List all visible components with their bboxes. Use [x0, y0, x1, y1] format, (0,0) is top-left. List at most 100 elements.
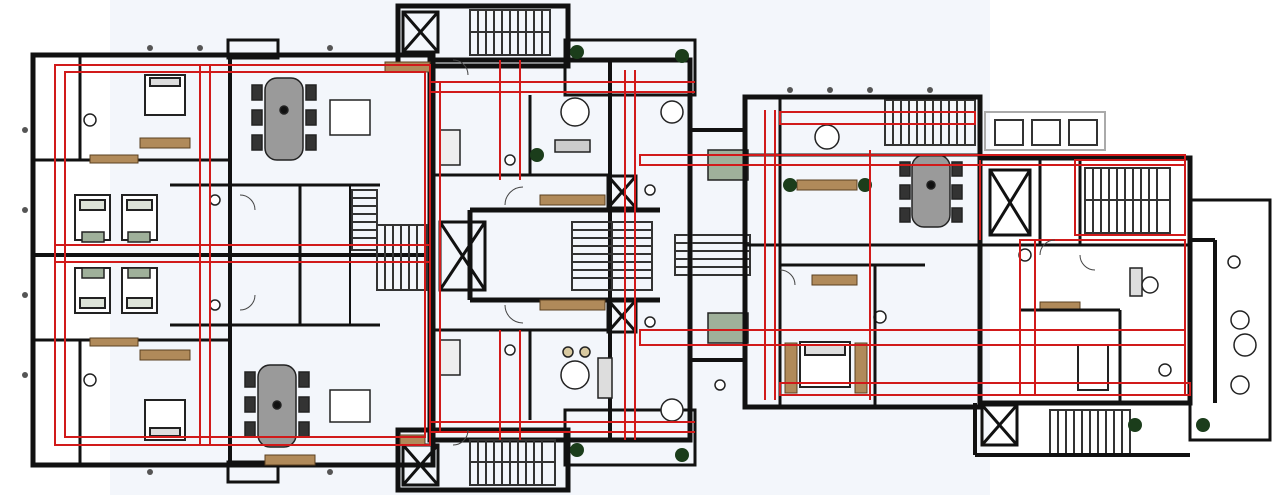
counter	[539, 194, 606, 206]
stair-icon	[376, 224, 428, 291]
red-structural-grid	[54, 60, 1191, 446]
balcony-outline	[226, 460, 280, 484]
planter-box	[1068, 119, 1098, 146]
plant-icon	[1128, 418, 1142, 432]
patio-table-icon	[1230, 310, 1250, 330]
patio-table-icon	[814, 124, 840, 150]
plant-icon	[570, 45, 584, 59]
grid-frame	[1019, 239, 1186, 396]
balcony-outline	[226, 38, 280, 60]
door-swings	[239, 59, 1096, 446]
door-swing	[504, 304, 524, 324]
bed-icon	[144, 399, 186, 441]
sink-icon	[644, 184, 656, 196]
patio-table-icon	[660, 100, 684, 124]
stair-icon	[351, 189, 378, 251]
kitchen-island	[329, 389, 371, 423]
counter	[139, 137, 191, 149]
door-swing	[504, 186, 524, 206]
patio-table-icon	[560, 360, 590, 390]
column-marker	[827, 87, 833, 93]
stair-icon	[674, 234, 751, 276]
elevator-shafts	[401, 10, 1032, 487]
toilet-icon	[1158, 363, 1172, 377]
column-marker	[327, 469, 333, 475]
counter	[854, 342, 868, 394]
column-marker	[327, 45, 333, 51]
sink-icon	[209, 194, 221, 206]
elevator-shaft-icon	[401, 10, 440, 54]
planter-box	[1031, 119, 1061, 146]
counter	[796, 179, 858, 191]
stair-icon	[469, 9, 551, 56]
column-marker	[22, 207, 28, 213]
counter	[89, 337, 139, 347]
kitchen-counter	[597, 357, 613, 399]
door-swing	[452, 59, 469, 76]
grid-frame	[779, 382, 1191, 396]
sink-icon	[209, 299, 221, 311]
planter-box	[994, 119, 1024, 146]
column-marker	[787, 87, 793, 93]
site-tint	[110, 0, 990, 495]
fixtures	[83, 99, 1172, 423]
plants	[530, 45, 1210, 462]
bed-icon	[144, 74, 186, 116]
counter	[89, 154, 139, 164]
sofa-icon	[707, 312, 749, 344]
balcony-outline	[563, 408, 697, 467]
plant-icon	[675, 448, 689, 462]
grid-frame	[779, 111, 976, 125]
door-swing	[1039, 239, 1056, 256]
kitchen-counter	[554, 139, 591, 153]
grid-frame	[64, 71, 426, 438]
door-swing	[1079, 254, 1096, 271]
toilet-icon	[83, 113, 97, 127]
sink-icon	[1141, 276, 1159, 294]
column-marker	[147, 469, 153, 475]
counter	[264, 454, 316, 466]
plant-icon	[675, 49, 689, 63]
stair-icon	[469, 439, 556, 486]
bottom-tower-wall	[395, 427, 571, 493]
plant-icon	[783, 178, 797, 192]
terrace-outline	[1188, 198, 1272, 442]
patio-table-icon	[660, 398, 684, 422]
column-marker	[22, 292, 28, 298]
grid-frame	[1074, 159, 1186, 236]
column-marker	[22, 127, 28, 133]
stair-icon	[1084, 167, 1171, 234]
bathtub	[439, 129, 461, 166]
door-swing	[239, 294, 256, 311]
toilet-icon	[504, 344, 516, 356]
toilet-icon	[504, 154, 516, 166]
counter	[384, 61, 431, 73]
toilet-icon	[83, 373, 97, 387]
plant-icon	[1196, 418, 1210, 432]
dining-tables	[244, 77, 963, 448]
counter	[811, 274, 858, 286]
door-swing	[239, 194, 256, 211]
left-wing-outer-wall	[30, 52, 436, 468]
patio-table-icon	[560, 97, 590, 127]
plant-icon	[858, 178, 872, 192]
dining-table-icon	[244, 364, 310, 448]
bathtub	[1129, 267, 1143, 297]
balcony-outline	[563, 38, 697, 97]
patio-table-icon	[1227, 255, 1241, 269]
elevator-shaft-icon	[988, 168, 1032, 237]
sofa-icon	[81, 231, 105, 243]
bed-icon	[799, 341, 851, 388]
bathtub	[439, 339, 461, 376]
column-marker	[197, 45, 203, 51]
sofa-icon	[81, 267, 105, 279]
patio-table-icon	[1233, 333, 1257, 357]
patio-stool	[562, 346, 574, 358]
column-markers	[22, 45, 933, 475]
plant-icon	[530, 148, 544, 162]
patio-furniture	[560, 97, 1257, 422]
sofa-icon	[127, 267, 151, 279]
dining-table-icon	[251, 77, 317, 161]
planter-boxes	[984, 111, 1106, 151]
